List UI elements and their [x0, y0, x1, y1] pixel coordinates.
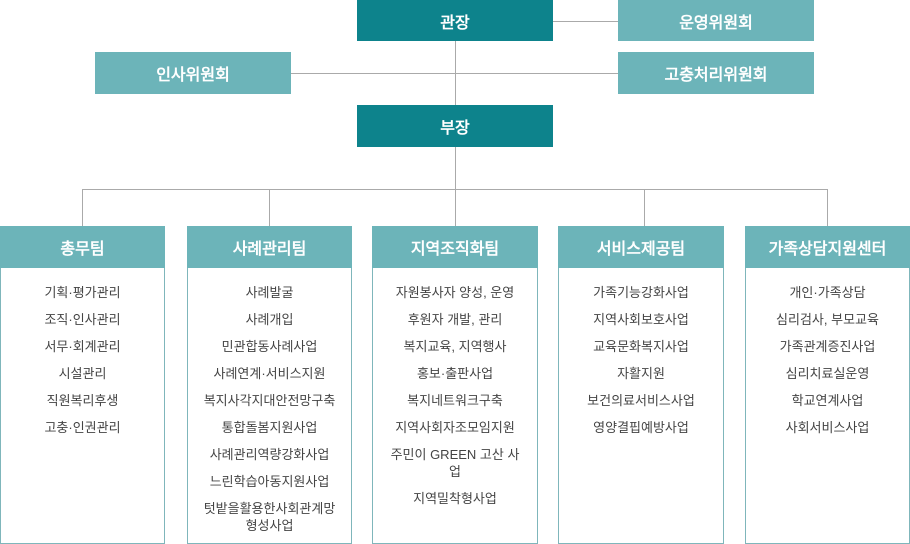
duty-item: 사례연계·서비스지원: [213, 366, 326, 381]
team-header: 가족상담지원센터: [745, 226, 910, 268]
duty-item: 주민이 GREEN 고산 사업: [390, 447, 520, 479]
connector-line: [553, 21, 618, 22]
director-box: 관장: [357, 0, 553, 41]
duty-item: 사례개입: [245, 312, 294, 327]
duty-item: 학교연계사업: [791, 393, 864, 408]
duty-item: 조직·인사관리: [44, 312, 121, 327]
duty-item: 텃밭을활용한사회관계망 형성사업: [203, 501, 336, 533]
duty-item: 홍보·출판사업: [416, 366, 494, 381]
connector-line: [82, 189, 828, 190]
duty-item: 교육문화복지사업: [593, 339, 689, 354]
duty-item: 가족관계증진사업: [779, 339, 876, 354]
connector-line: [644, 189, 645, 226]
duty-item: 후원자 개발, 관리: [407, 312, 503, 327]
duty-item: 지역밀착형사업: [413, 491, 497, 506]
duty-item: 사회서비스사업: [785, 420, 870, 435]
duty-item: 사례관리역량강화사업: [209, 447, 330, 462]
grievance-committee-box: 고충처리위원회: [618, 52, 814, 94]
duty-item: 가족기능강화사업: [593, 285, 689, 300]
connector-line: [827, 189, 828, 226]
duty-item: 느린학습아동지원사업: [209, 474, 330, 489]
duty-item: 보건의료서비스사업: [587, 393, 695, 408]
duty-item: 복지교육, 지역행사: [403, 339, 507, 354]
team-header: 사례관리팀: [187, 226, 352, 268]
connector-line: [269, 189, 270, 226]
connector-line: [82, 189, 83, 226]
duty-item: 시설관리: [58, 366, 107, 381]
duty-item: 자활지원: [617, 366, 665, 381]
team-header: 총무팀: [0, 226, 165, 268]
duty-item: 고충·인권관리: [44, 420, 121, 435]
duty-item: 직원복리후생: [46, 393, 119, 408]
duty-item: 사례발굴: [245, 285, 294, 300]
deputy-box: 부장: [357, 105, 553, 147]
duty-item: 통합돌봄지원사업: [221, 420, 318, 435]
duty-item: 민관합동사례사업: [221, 339, 318, 354]
team-header: 지역조직화팀: [372, 226, 538, 268]
duty-item: 지역사회자조모임지원: [395, 420, 515, 435]
duty-item: 복지네트워크구축: [407, 393, 503, 408]
duty-item: 기획·평가관리: [44, 285, 121, 300]
duty-item: 심리치료실운영: [785, 366, 870, 381]
duty-item: 서무·회계관리: [44, 339, 121, 354]
connector-line: [291, 73, 618, 74]
duty-item: 복지사각지대안전망구축: [203, 393, 336, 408]
duty-item: 개인·가족상담: [789, 285, 866, 300]
duty-item: 자원봉사자 양성, 운영: [395, 285, 515, 300]
duty-item: 영양결핍예방사업: [593, 420, 689, 435]
duty-item: 지역사회보호사업: [593, 312, 689, 327]
operation-committee-box: 운영위원회: [618, 0, 814, 41]
personnel-committee-box: 인사위원회: [95, 52, 291, 94]
team-header: 서비스제공팀: [558, 226, 724, 268]
duty-item: 심리검사, 부모교육: [776, 312, 879, 327]
